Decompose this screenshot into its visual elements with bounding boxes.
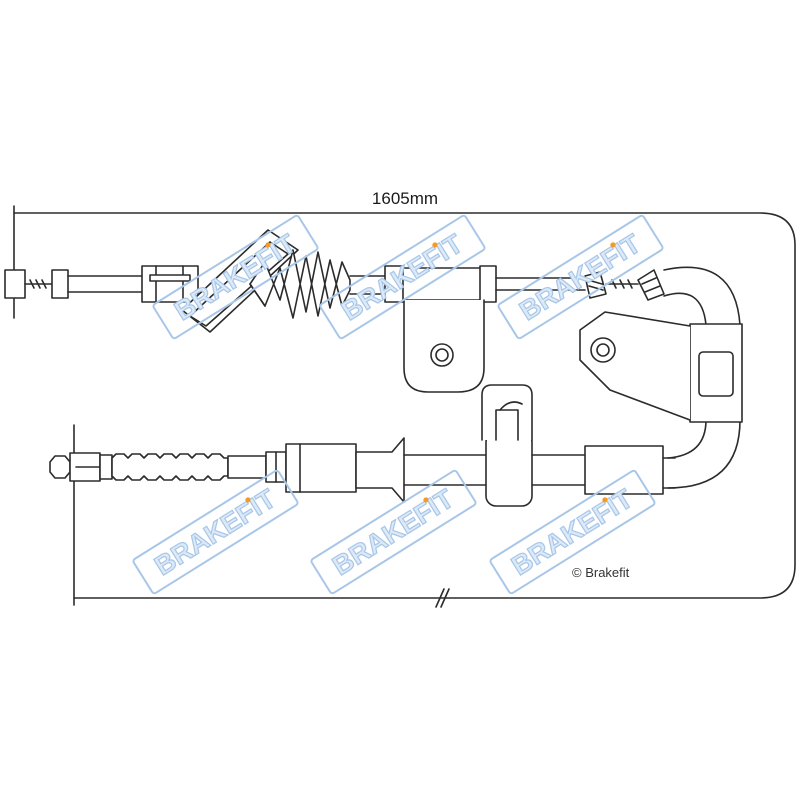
lower-cable [49, 384, 676, 507]
length-dimension-label: 1605mm [371, 189, 439, 208]
copyright-text: © Brakefit [572, 565, 630, 580]
